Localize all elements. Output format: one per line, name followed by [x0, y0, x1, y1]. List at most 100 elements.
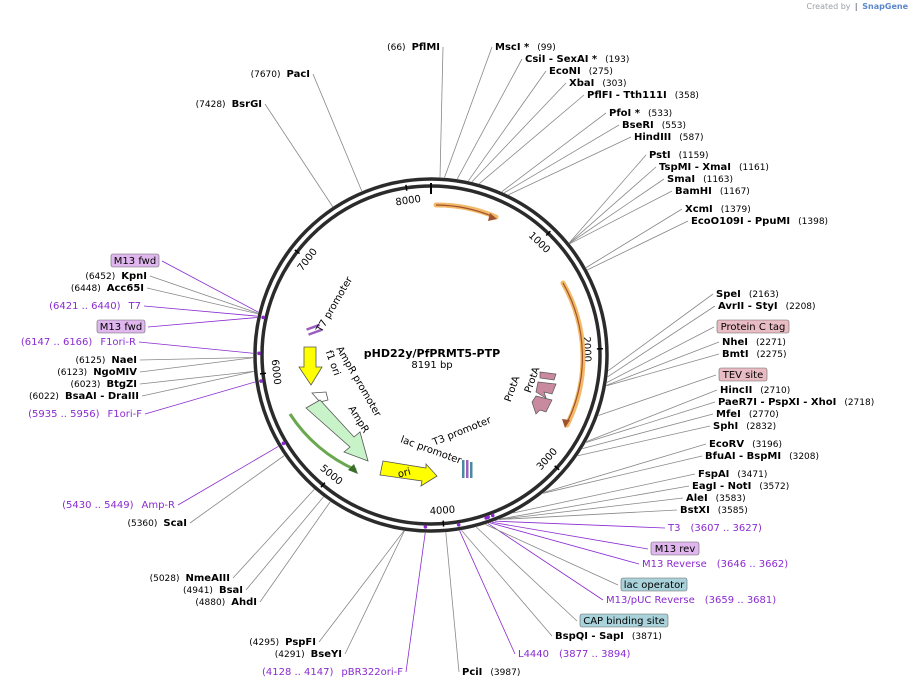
- site-PspFI[interactable]: PspFI(4295): [249, 637, 316, 648]
- feature-box-M13rev[interactable]: M13 rev: [650, 541, 700, 556]
- feature-box-M13fwd1[interactable]: M13 fwd: [110, 253, 160, 268]
- site-XbaI[interactable]: XbaI(303): [569, 78, 627, 89]
- site-position: (4941): [183, 586, 213, 596]
- primer-range: (3877 .. 3894): [559, 649, 631, 660]
- site-SmaI[interactable]: SmaI(1163): [667, 174, 733, 185]
- primer-M13Reverse[interactable]: M13 Reverse(3646 .. 3662): [642, 559, 788, 570]
- site-HincII[interactable]: HincII(2710): [720, 385, 790, 396]
- site-AhdI[interactable]: AhdI(4880): [195, 597, 257, 608]
- site-BspQI[interactable]: BspQI - SapI(3871): [555, 631, 662, 642]
- site-position: (2770): [749, 410, 779, 420]
- primer-F1ori-R[interactable]: F1ori-R (6147 .. 6166): [21, 337, 136, 348]
- site-PflFI[interactable]: PflFI - Tth111I(358): [587, 90, 699, 101]
- site-TspMI[interactable]: TspMI - XmaI(1161): [659, 162, 769, 173]
- site-EcoRV[interactable]: EcoRV(3196): [709, 439, 782, 450]
- feature-label-ori: ori: [397, 467, 412, 481]
- feature-box-bg: [716, 319, 790, 334]
- primer-F1ori-F[interactable]: F1ori-F(5935 .. 5956): [28, 409, 142, 420]
- site-BseYI[interactable]: BseYI(4291): [275, 649, 342, 660]
- site-position: (303): [602, 79, 626, 89]
- primer-T3[interactable]: T3(3607 .. 3627): [667, 523, 762, 534]
- primer-pBR322ori-F[interactable]: pBR322ori-F(4128 .. 4147): [262, 667, 403, 678]
- site-position: (66): [387, 43, 405, 53]
- site-BseRI[interactable]: BseRI(553): [622, 120, 686, 131]
- ori-arrow: [379, 460, 438, 487]
- feature-arc-right-stroke: [562, 282, 584, 424]
- primer-leader-T7: [143, 305, 258, 317]
- tick-7000: [294, 249, 301, 255]
- ampr-inner-arc: [288, 413, 357, 472]
- site-BsaAI[interactable]: BsaAI - DraIII(6022): [29, 391, 139, 402]
- site-XcmI[interactable]: XcmI(1379): [685, 204, 751, 215]
- site-FspAI[interactable]: FspAI(3471): [698, 469, 767, 480]
- primer-mark: [484, 516, 488, 520]
- site-leader-XcmI: [585, 208, 683, 268]
- feature-box-M13fwd2[interactable]: M13 fwd: [96, 319, 146, 334]
- site-position: (6023): [71, 380, 101, 390]
- site-NaeI[interactable]: NaeI(6125): [75, 355, 137, 366]
- feature-box-ProteinC[interactable]: Protein C tag: [716, 319, 790, 334]
- t7-promoter-mark-2: [308, 328, 323, 336]
- site-name: AvrII - StyI: [718, 301, 778, 312]
- feature-label-T3promoter: T3 promoter: [430, 415, 493, 449]
- site-name: BsaI: [219, 585, 243, 596]
- site-leader-BmtI: [606, 353, 720, 387]
- site-BamHI[interactable]: BamHI(1167): [675, 186, 750, 197]
- site-position: (7670): [251, 70, 281, 80]
- primer-M13pUCReverse[interactable]: M13/pUC Reverse(3659 .. 3681): [606, 595, 776, 606]
- site-PaeR7I[interactable]: PaeR7I - PspXI - XhoI(2718): [718, 397, 874, 408]
- site-EcoO109I[interactable]: EcoO109I - PpuMI(1398): [691, 216, 828, 227]
- site-AvrII[interactable]: AvrII - StyI(2208): [718, 301, 816, 312]
- site-name: BsaAI - DraIII: [65, 391, 139, 402]
- site-leader-HincII: [586, 389, 718, 442]
- site-PacI[interactable]: PacI(7670): [251, 69, 310, 80]
- ampr-inner-arrowhead: [348, 464, 358, 474]
- site-position: (1159): [679, 151, 709, 161]
- primer-mark: [281, 441, 286, 446]
- primer-range: (6147 .. 6166): [21, 337, 93, 348]
- site-BsaI[interactable]: BsaI (4941): [183, 585, 243, 596]
- boxed-leader-M13rev: [491, 521, 649, 550]
- site-PciI[interactable]: PciI(3987): [462, 667, 520, 678]
- site-MfeI[interactable]: MfeI(2770): [716, 409, 779, 420]
- feature-box-TEV[interactable]: TEV site: [718, 367, 768, 382]
- site-BtgZI[interactable]: BtgZI(6023): [71, 379, 137, 390]
- site-PfoI[interactable]: PfoI *(533): [609, 108, 672, 119]
- site-KpnI[interactable]: KpnI(6452): [85, 271, 147, 282]
- site-position: (3987): [490, 668, 520, 678]
- site-BmtI[interactable]: BmtI(2275): [722, 349, 786, 360]
- feature-box-lacop[interactable]: lac operator: [620, 577, 688, 592]
- site-Acc65I[interactable]: Acc65I(6448): [71, 283, 144, 294]
- primer-T7[interactable]: T7(6421 .. 6440): [49, 301, 141, 312]
- site-PflMI[interactable]: PflMI(66): [387, 42, 440, 53]
- site-CsiI[interactable]: CsiI - SexAI *(193): [525, 54, 629, 65]
- primer-L4440[interactable]: L4440(3877 .. 3894): [518, 649, 631, 660]
- primer-name: F1ori-R: [100, 337, 136, 348]
- site-NheI[interactable]: NheI(2271): [722, 337, 786, 348]
- feature-box-CAP[interactable]: CAP binding site: [579, 613, 669, 628]
- site-PstI[interactable]: PstI(1159): [649, 150, 709, 161]
- site-BstXI[interactable]: BstXI(3585): [680, 505, 748, 516]
- feature-box-label: lac operator: [624, 580, 685, 591]
- site-NmeAIII[interactable]: NmeAIII(5028): [150, 573, 230, 584]
- site-BfuAI[interactable]: BfuAI - BspMI(3208): [705, 451, 819, 462]
- site-SpeI[interactable]: SpeI(2163): [716, 289, 779, 300]
- site-EcoNI[interactable]: EcoNI(275): [549, 66, 613, 77]
- site-BsrGI[interactable]: BsrGI(7428): [196, 99, 262, 110]
- site-SphI[interactable]: SphI(2832): [713, 421, 776, 432]
- site-NgoMIV[interactable]: NgoMIV(6123): [57, 367, 137, 378]
- feature-box-label: CAP binding site: [583, 616, 665, 627]
- site-EagI[interactable]: EagI - NotI(3572): [692, 481, 789, 492]
- site-HindIII[interactable]: HindIII(587): [634, 132, 703, 143]
- primer-Amp-R[interactable]: Amp-R(5430 .. 5449): [62, 500, 175, 511]
- boxed-leader-M13fwd1: [161, 260, 259, 313]
- site-leader-PflFI: [479, 94, 585, 184]
- site-AleI[interactable]: AleI(3583): [686, 493, 746, 504]
- site-MscI[interactable]: MscI *(99): [495, 42, 556, 53]
- primer-mark: [257, 351, 261, 356]
- site-position: (7428): [196, 100, 226, 110]
- site-leader-BspQI: [461, 530, 553, 637]
- site-ScaI[interactable]: ScaI(5360): [127, 518, 187, 529]
- primer-range: (5430 .. 5449): [62, 500, 134, 511]
- site-position: (3585): [718, 506, 748, 516]
